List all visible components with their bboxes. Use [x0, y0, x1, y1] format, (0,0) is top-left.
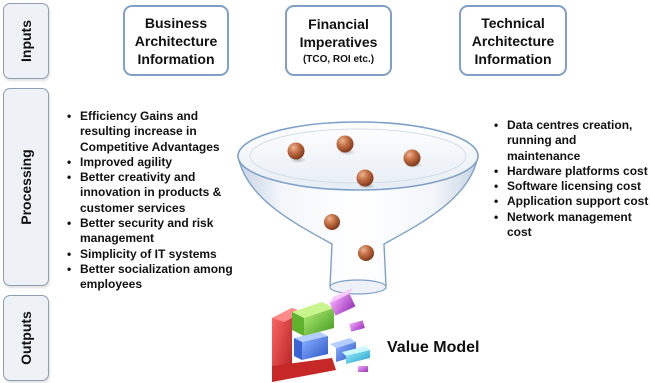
benefit-item: Improved agility	[64, 155, 254, 171]
benefit-item: Efficiency Gains and resulting increase …	[64, 109, 254, 155]
cost-item: Software licensing cost	[491, 179, 649, 195]
financial-imperatives-box: Financial Imperatives (TCO, ROI etc.)	[285, 5, 392, 76]
benefit-item: Better socialization among employees	[64, 262, 254, 293]
cost-item: Hardware platforms cost	[491, 164, 649, 180]
ball	[356, 169, 374, 187]
inputs-stage-label: Inputs	[18, 20, 34, 62]
outputs-stage-box: Outputs	[3, 295, 49, 381]
cost-item: Data centres creation, running and maint…	[491, 118, 649, 164]
benefit-item: Better creativity and innovation in prod…	[64, 170, 254, 216]
business-line-2: Architecture	[134, 32, 218, 49]
technical-architecture-box: Technical Architecture Information	[459, 5, 567, 76]
value-model-blocks-icon	[272, 288, 370, 382]
technical-line-3: Information	[474, 50, 552, 67]
processing-stage-box: Processing	[3, 88, 49, 286]
technical-line-1: Technical	[481, 14, 545, 31]
cost-item: Application support cost	[491, 194, 649, 210]
funnel-rim	[237, 121, 479, 191]
benefit-item: Simplicity of IT systems	[64, 247, 254, 263]
funnel-graphic	[237, 121, 479, 295]
cost-item: Network management cost	[491, 210, 649, 241]
ball	[403, 149, 421, 167]
financial-line-1: Financial	[308, 16, 369, 32]
ball	[336, 135, 354, 153]
value-model-label: Value Model	[387, 339, 480, 356]
costs-list: Data centres creation, running and maint…	[491, 118, 649, 240]
business-line-3: Information	[137, 50, 215, 67]
funnel-neck	[329, 279, 387, 295]
financial-subtitle: (TCO, ROI etc.)	[302, 54, 375, 65]
financial-line-2: Imperatives	[299, 34, 378, 50]
benefit-item: Better security and risk management	[64, 216, 254, 247]
business-architecture-box: Business Architecture Information	[123, 5, 229, 76]
inputs-stage-box: Inputs	[3, 3, 49, 79]
ball	[287, 142, 305, 160]
ball	[324, 214, 340, 230]
business-line-1: Business	[144, 14, 208, 31]
benefits-list: Efficiency Gains and resulting increase …	[64, 109, 254, 293]
ball	[358, 245, 374, 261]
processing-stage-label: Processing	[18, 149, 34, 225]
technical-line-2: Architecture	[471, 32, 555, 49]
outputs-stage-label: Outputs	[18, 311, 34, 365]
